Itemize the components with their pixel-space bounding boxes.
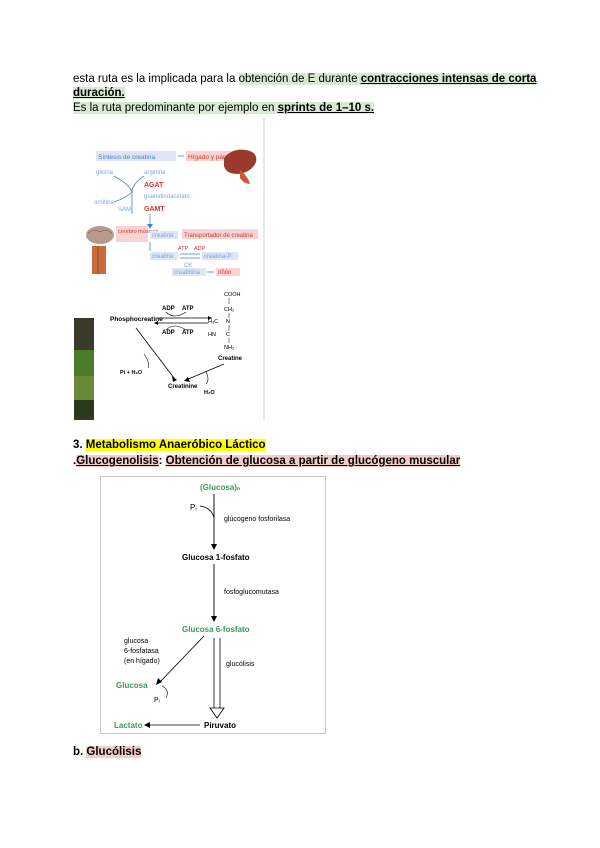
piruvato-label: Piruvato	[204, 721, 236, 730]
pi-h2o-label: Pi + H₂O	[120, 370, 143, 376]
c-label: C	[226, 332, 230, 338]
synthesis-title: Síntesis de creatina	[98, 154, 155, 161]
pi-bottom-label: Pᵢ	[154, 697, 160, 704]
g6p-enzyme-3: (en hígado)	[124, 658, 160, 665]
g6p-enzyme-1: glucosa	[124, 638, 148, 645]
muscle-icon	[92, 246, 106, 274]
ck-label: CK	[184, 263, 192, 269]
g6p-enzyme-2: 6-fosfatasa	[124, 648, 159, 655]
creatinine-label: Creatinine	[168, 384, 198, 390]
atp-label: ATP	[178, 246, 189, 252]
creatinina-label: creatinina	[174, 270, 201, 276]
transporter-label: Transportador de creatina	[184, 233, 253, 239]
glucogenolisis-title: Glucogenolisis	[76, 455, 159, 467]
ch2-label: CH₂	[224, 307, 234, 313]
intro-sprint-bold: sprints de 1–10 s.	[277, 102, 375, 114]
ornitina-label: ornitina	[94, 200, 114, 206]
glucolisis-label: glucólisis	[226, 661, 255, 668]
atp-bottom-label: ATP	[182, 330, 194, 336]
lactato-label: Lactato	[114, 721, 143, 730]
glucosa-label: Glucosa	[116, 681, 148, 690]
pi-top-label: Pᵢ	[190, 503, 197, 512]
h2o-label: H₂O	[204, 390, 215, 396]
glucosa-n-label: (Glucosa)ₙ	[200, 483, 240, 492]
intro-highlight-bold: contracciones intensas de corta	[360, 73, 537, 85]
section-3-number: 3.	[73, 439, 86, 451]
section-b-prefix: b.	[73, 746, 87, 758]
gamt-label: GAMT	[144, 206, 165, 213]
section-b-title: Glucólisis	[86, 746, 142, 758]
intro-highlight: obtención de E durante	[238, 73, 361, 85]
glycogenolysis-figure: (Glucosa)ₙ Pᵢ glúcogeno fosforilasa Gluc…	[100, 476, 326, 734]
glucosa-1p-label: Glucosa 1-fosfato	[182, 553, 250, 562]
intro-duration: duración.	[73, 87, 125, 99]
liver-icon	[224, 149, 257, 174]
organ-label: Hígado y páncreas	[188, 154, 243, 161]
rinon-label: riñón	[218, 270, 231, 276]
enzyme-fosforilasa: glúcogeno fosforilasa	[224, 516, 290, 523]
enzyme-fosfoglucomutasa: fosfoglucomutasa	[224, 589, 279, 596]
creatine-figure: Síntesis de creatina Hígado y páncreas g…	[74, 118, 265, 420]
arginina-label: arginina	[144, 170, 166, 176]
section-3-heading: 3. Metabolismo Anaeróbico Láctico	[73, 438, 266, 452]
intro-line-2: duración.	[73, 86, 125, 100]
glucogenolisis-line: .Glucogenolisis: Obtención de glucosa a …	[73, 454, 461, 468]
h3c-label: H₃C	[208, 319, 218, 325]
creatina-p-label: creatina-P	[204, 254, 231, 260]
guanidinoacetato-label: guanidinoacetato	[144, 194, 190, 200]
agat-label: AGAT	[144, 182, 164, 189]
brain-icon	[86, 226, 114, 244]
glicina-label: glicina	[96, 170, 114, 176]
sam-label: SAM	[118, 207, 131, 213]
brain-label: cerebro músculo	[118, 229, 159, 235]
intro-text: esta ruta es la implicada para la	[73, 73, 239, 85]
creatina-label-2: creatina	[152, 254, 174, 260]
atp-top-label: ATP	[182, 306, 194, 312]
glucosa-6p-label: Glucosa 6-fosfato	[182, 625, 250, 634]
intro-sprint-text: Es la ruta predominante por ejemplo en	[73, 102, 278, 114]
cooh-label: COOH	[224, 292, 241, 298]
adp-bottom-label: ADP	[162, 330, 175, 336]
intro-line-1: esta ruta es la implicada para la obtenc…	[73, 72, 537, 86]
nh2-label: NH₂	[224, 345, 234, 351]
adp-top-label: ADP	[162, 306, 175, 312]
glucogenolisis-prefix: .	[73, 455, 77, 467]
glucogenolisis-desc: Obtención de glucosa a partir de glucóge…	[165, 455, 461, 467]
section-3-title: Metabolismo Anaeróbico Láctico	[85, 439, 266, 451]
glucogenolisis-colon: :	[158, 455, 166, 467]
creatine-label: Creatine	[218, 356, 243, 362]
n-label: N	[226, 319, 230, 325]
hn-label: HN	[208, 332, 216, 338]
section-b-heading: b. Glucólisis	[73, 745, 142, 759]
adp-label: ADP	[194, 246, 206, 252]
intro-line-3: Es la ruta predominante por ejemplo en s…	[73, 101, 375, 115]
creatina-label-1: creatina	[152, 233, 174, 239]
phosphocreatine-label: Phosphocreatine	[110, 316, 163, 323]
